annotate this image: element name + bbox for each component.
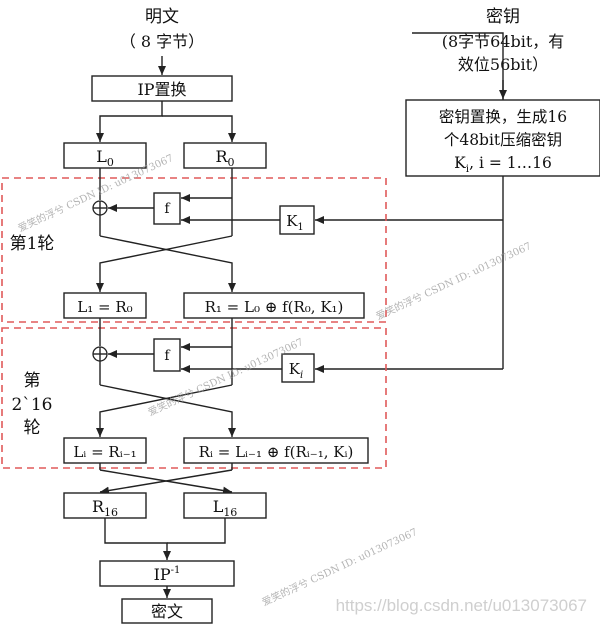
round2-16-frame [1, 327, 387, 469]
ip-inverse-label: IP-1 [154, 565, 181, 584]
ciphertext-box [121, 598, 213, 624]
ciphertext-label: 密文 [151, 602, 183, 621]
li-equation: Lᵢ = Rᵢ₋₁ [73, 443, 136, 461]
li-box [63, 437, 147, 464]
round2-16-label-bot: 轮 [24, 418, 41, 438]
key-permutation-box [405, 99, 600, 177]
ri-equation: Rᵢ = Lᵢ₋₁ ⊕ f(Rᵢ₋₁, Kᵢ) [199, 443, 354, 461]
l16-label: L16 [213, 497, 238, 519]
key-process-line1: 密钥置换，生成16 [439, 108, 567, 126]
plaintext-note: （ 8 字节） [120, 32, 204, 51]
key-process-line2: 个48bit压缩密钥 [444, 131, 562, 149]
ip-inverse-box [99, 560, 235, 587]
r1-box [183, 292, 365, 319]
watermark-url: https://blog.csdn.net/u013073067 [336, 596, 587, 615]
l16-box [183, 492, 267, 519]
r1-equation: R₁ = L₀ ⊕ f(R₀, K₁) [205, 298, 344, 316]
r0-box [183, 142, 267, 169]
r16-label: R16 [92, 497, 118, 519]
l1-equation: L₁ = R₀ [77, 298, 132, 316]
l1-box [63, 292, 147, 319]
round1-f-label: f [164, 201, 171, 217]
l0-label: L0 [96, 147, 114, 169]
round2-16-label-mid: 2`16 [12, 395, 53, 415]
round1-f-box [153, 192, 181, 225]
round2-16-f-label: f [164, 348, 171, 364]
round1-label: 第1轮 [10, 234, 55, 254]
watermark-2: 爱笑的浮兮 CSDN ID: u013073067 [374, 239, 533, 323]
r0-label: R0 [215, 147, 234, 169]
round2-16-k-label: Ki [289, 360, 303, 381]
key-title: 密钥 [486, 7, 520, 27]
key-process-line3: Ki, i = 1…16 [454, 154, 552, 175]
round1-frame [1, 177, 387, 323]
round1-k-label: K1 [286, 212, 304, 233]
round2-16-f-box [153, 338, 181, 372]
plaintext-title: 明文 [145, 7, 179, 27]
ri-box [183, 437, 369, 464]
l0-box [63, 142, 147, 169]
round2-16-label-top: 第 [24, 371, 41, 391]
round1-k-box [279, 205, 315, 235]
round2-16-k-box [281, 353, 315, 383]
ip-permutation-label: IP置换 [137, 80, 186, 99]
ip-permutation-box [91, 75, 233, 102]
